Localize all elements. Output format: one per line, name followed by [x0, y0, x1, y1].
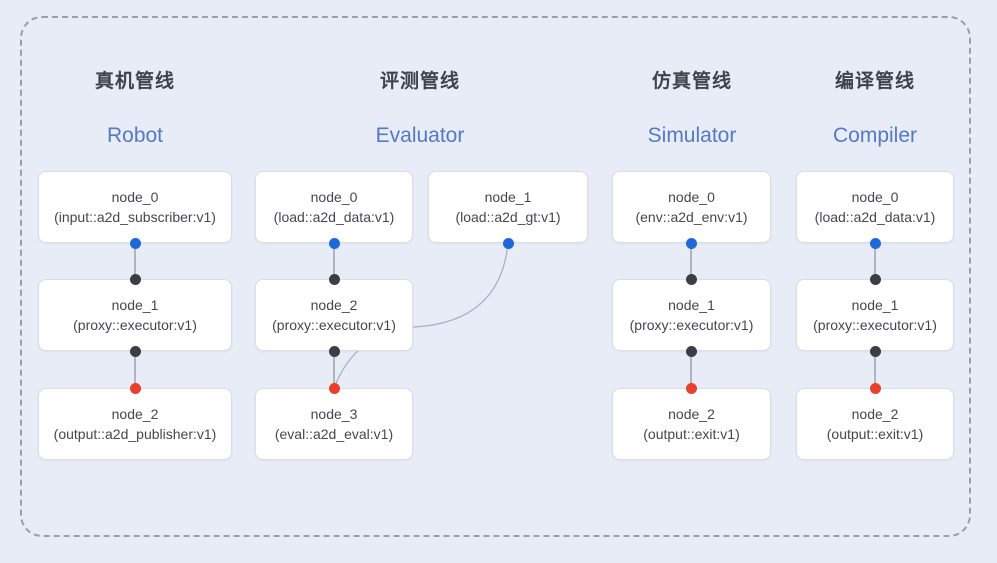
node-card-evaluator-2: node_2 (proxy::executor:v1)	[255, 279, 413, 351]
pipeline-title-en-compiler: Compiler	[832, 124, 918, 147]
input-port-dot	[869, 273, 881, 285]
node-title: node_2	[310, 296, 358, 313]
input-port-dot	[129, 273, 141, 285]
node-impl: (proxy::executor:v1)	[73, 316, 197, 333]
node-impl: (eval::a2d_eval:v1)	[274, 425, 394, 442]
output-port-dot	[869, 237, 881, 249]
output-port-dot	[328, 345, 340, 357]
pipeline-title-cn-evaluator: 评测管线	[379, 71, 460, 92]
node-title: node_2	[668, 405, 715, 422]
node-card-compiler-0: node_0 (load::a2d_data:v1)	[796, 171, 954, 243]
output-port-dot	[685, 237, 697, 249]
pipeline-title-en-simulator: Simulator	[647, 124, 737, 147]
node-card-simulator-0: node_0 (env::a2d_env:v1)	[612, 171, 771, 243]
node-card-robot-0: node_0 (input::a2d_subscriber:v1)	[38, 171, 232, 243]
node-title: node_0	[851, 188, 899, 205]
node-title: node_1	[484, 188, 532, 205]
output-port-dot	[502, 237, 514, 249]
node-title: node_3	[310, 405, 358, 422]
pipeline-title-en-robot: Robot	[106, 124, 164, 147]
output-port-dot	[685, 345, 697, 357]
node-impl: (output::a2d_publisher:v1)	[53, 425, 217, 442]
node-impl: (proxy::executor:v1)	[272, 316, 396, 333]
node-card-simulator-2: node_2 (output::exit:v1)	[612, 388, 771, 460]
node-impl: (env::a2d_env:v1)	[635, 208, 748, 225]
node-card-evaluator-0: node_0 (load::a2d_data:v1)	[255, 171, 413, 243]
final-input-port-dot	[869, 382, 881, 394]
node-impl: (output::exit:v1)	[643, 425, 740, 442]
node-impl: (proxy::executor:v1)	[629, 316, 754, 333]
output-port-dot	[328, 237, 340, 249]
node-title: node_2	[851, 405, 899, 422]
node-card-robot-1: node_1 (proxy::executor:v1)	[38, 279, 232, 351]
pipeline-title-cn-simulator: 仿真管线	[651, 71, 732, 92]
input-port-dot	[685, 273, 697, 285]
node-card-compiler-1: node_1 (proxy::executor:v1)	[796, 279, 954, 351]
pipeline-title-en-evaluator: Evaluator	[375, 124, 465, 147]
node-title: node_2	[111, 405, 159, 422]
node-impl: (load::a2d_data:v1)	[273, 208, 395, 225]
node-impl: (input::a2d_subscriber:v1)	[54, 208, 216, 225]
node-card-evaluator-3: node_3 (eval::a2d_eval:v1)	[255, 388, 413, 460]
node-card-robot-2: node_2 (output::a2d_publisher:v1)	[38, 388, 232, 460]
node-impl: (proxy::executor:v1)	[813, 316, 937, 333]
node-title: node_1	[851, 296, 899, 313]
node-title: node_0	[668, 188, 715, 205]
node-title: node_1	[111, 296, 159, 313]
node-impl: (load::a2d_gt:v1)	[455, 208, 561, 225]
node-card-compiler-2: node_2 (output::exit:v1)	[796, 388, 954, 460]
node-impl: (output::exit:v1)	[826, 425, 924, 442]
output-port-dot	[129, 345, 141, 357]
node-impl: (load::a2d_data:v1)	[814, 208, 936, 225]
output-port-dot	[869, 345, 881, 357]
output-port-dot	[129, 237, 141, 249]
pipeline-title-cn-compiler: 编译管线	[834, 71, 915, 92]
node-title: node_0	[310, 188, 358, 205]
node-card-simulator-1: node_1 (proxy::executor:v1)	[612, 279, 771, 351]
final-input-port-dot	[685, 382, 697, 394]
final-input-port-dot	[129, 382, 141, 394]
node-title: node_0	[111, 188, 159, 205]
node-card-evaluator-1: node_1 (load::a2d_gt:v1)	[428, 171, 588, 243]
pipeline-title-cn-robot: 真机管线	[94, 71, 175, 92]
input-port-dot	[328, 273, 340, 285]
edge-eval-1-3-curve	[333, 242, 509, 389]
final-input-port-dot	[328, 382, 340, 394]
node-title: node_1	[668, 296, 715, 313]
dashed-frame	[20, 16, 971, 537]
